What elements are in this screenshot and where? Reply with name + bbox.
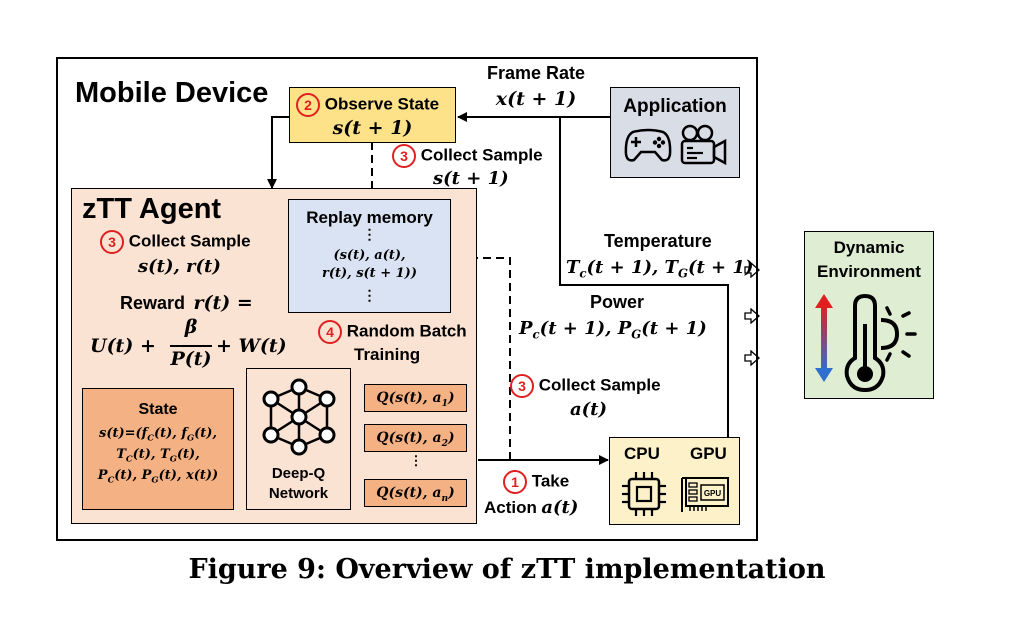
observe-to-agent-arrow xyxy=(267,116,290,189)
environment-line-1: Dynamic xyxy=(833,238,905,257)
thermometer-icon xyxy=(815,293,917,393)
frame-rate-value: x(t + 1) xyxy=(495,88,577,110)
state-title: State xyxy=(138,401,178,418)
state-line-2: TC(t), TG(t), xyxy=(116,447,200,464)
random-batch-training: 4 Random Batch xyxy=(318,320,467,344)
power-value: Pc(t + 1), PG(t + 1) xyxy=(519,318,707,342)
step-badge-1: 1 xyxy=(503,470,527,494)
step-badge-4: 4 xyxy=(318,320,342,344)
observe-state-box: 2 Observe State s(t + 1) xyxy=(289,87,456,143)
cpu-chip-icon xyxy=(622,472,666,516)
frame-rate-label: Frame Rate xyxy=(486,63,586,83)
collect-sample-action-value: a(t) xyxy=(570,399,608,420)
temperature-value: Tc(t + 1), TG(t + 1) xyxy=(566,257,754,281)
state-line-1: s(t)=(fC(t), fG(t), xyxy=(99,426,217,443)
mobile-device-box xyxy=(56,57,758,541)
agent-collect-sample-value: s(t), r(t) xyxy=(138,256,221,277)
figure-caption: Figure 9: Overview of zTT implementation xyxy=(188,554,826,585)
replay-memory-box: Replay memory ⋮ (s(t), a(t), r(t), s(t +… xyxy=(288,199,451,313)
gpu-card-icon: GPU xyxy=(681,477,729,512)
replay-line-1: (s(t), a(t), xyxy=(333,248,406,263)
environment-line-2: Environment xyxy=(817,262,921,281)
power-label: Power xyxy=(590,292,645,312)
fraction-bar xyxy=(170,345,212,347)
dynamic-environment-box: Dynamic Environment xyxy=(804,231,934,399)
agent-collect-sample: 3 Collect Sample xyxy=(100,230,251,254)
sensor-line xyxy=(559,117,729,437)
reward-formula: Reward r(t) = xyxy=(120,292,253,314)
ztt-agent-title: zTT Agent xyxy=(82,193,222,225)
state-line-3: PC(t), PG(t), x(t)) xyxy=(97,468,219,485)
collect-sample-top-value: s(t + 1) xyxy=(433,168,509,189)
step-badge-3: 3 xyxy=(100,230,124,254)
replay-dots-bottom: ⋮ xyxy=(362,287,377,303)
gpu-label: GPU xyxy=(690,444,727,463)
reward-label: Reward xyxy=(120,293,186,313)
collect-sample-top: 3 Collect Sample xyxy=(392,144,543,168)
reward-expr-left: U(t) + xyxy=(90,335,156,357)
step-badge-3: 3 xyxy=(510,374,534,398)
deep-q-network-box: Deep-Q Network xyxy=(246,368,351,510)
reward-numerator: β xyxy=(184,316,198,338)
reward-denominator: P(t) xyxy=(170,348,212,370)
take-action: 1 Take xyxy=(503,470,569,494)
gpu-chip-text: GPU xyxy=(704,489,722,498)
replay-dots-top: ⋮ xyxy=(362,226,377,242)
hardware-box: CPU GPU GPU xyxy=(609,437,740,525)
q-value-n: Q(s(t), an) xyxy=(364,479,467,507)
mobile-device-title: Mobile Device xyxy=(75,77,269,109)
random-batch-training-line2: Training xyxy=(354,345,421,364)
replay-line-2: r(t), s(t + 1)) xyxy=(322,266,417,281)
q-value-2: Q(s(t), a2) xyxy=(364,424,467,452)
application-box: Application xyxy=(610,87,740,178)
replay-memory-title: Replay memory xyxy=(306,208,433,227)
state-box: State s(t)=(fC(t), fG(t), TC(t), TG(t), … xyxy=(82,388,234,510)
cpu-label: CPU xyxy=(624,444,660,463)
neural-network-icon xyxy=(262,378,336,456)
dqn-line-2: Network xyxy=(268,485,329,502)
observe-state-label: Observe State xyxy=(324,94,440,114)
observe-state-value: s(t + 1) xyxy=(332,117,413,139)
reward-expr-right: + W(t) xyxy=(216,335,287,357)
gamepad-icon xyxy=(624,128,672,162)
dqn-line-1: Deep-Q xyxy=(271,465,326,482)
video-camera-icon xyxy=(680,124,727,166)
step-badge-2: 2 xyxy=(296,93,320,117)
step-badge-3: 3 xyxy=(392,144,416,168)
reward-lhs: r(t) = xyxy=(193,292,253,314)
collect-sample-action: 3 Collect Sample xyxy=(510,374,661,398)
application-label: Application xyxy=(623,96,727,117)
take-action-line2: Action a(t) xyxy=(484,497,579,518)
temperature-label: Temperature xyxy=(604,231,712,251)
q-value-1: Q(s(t), a1) xyxy=(364,384,467,412)
q-dots: ⋮ xyxy=(409,453,423,468)
